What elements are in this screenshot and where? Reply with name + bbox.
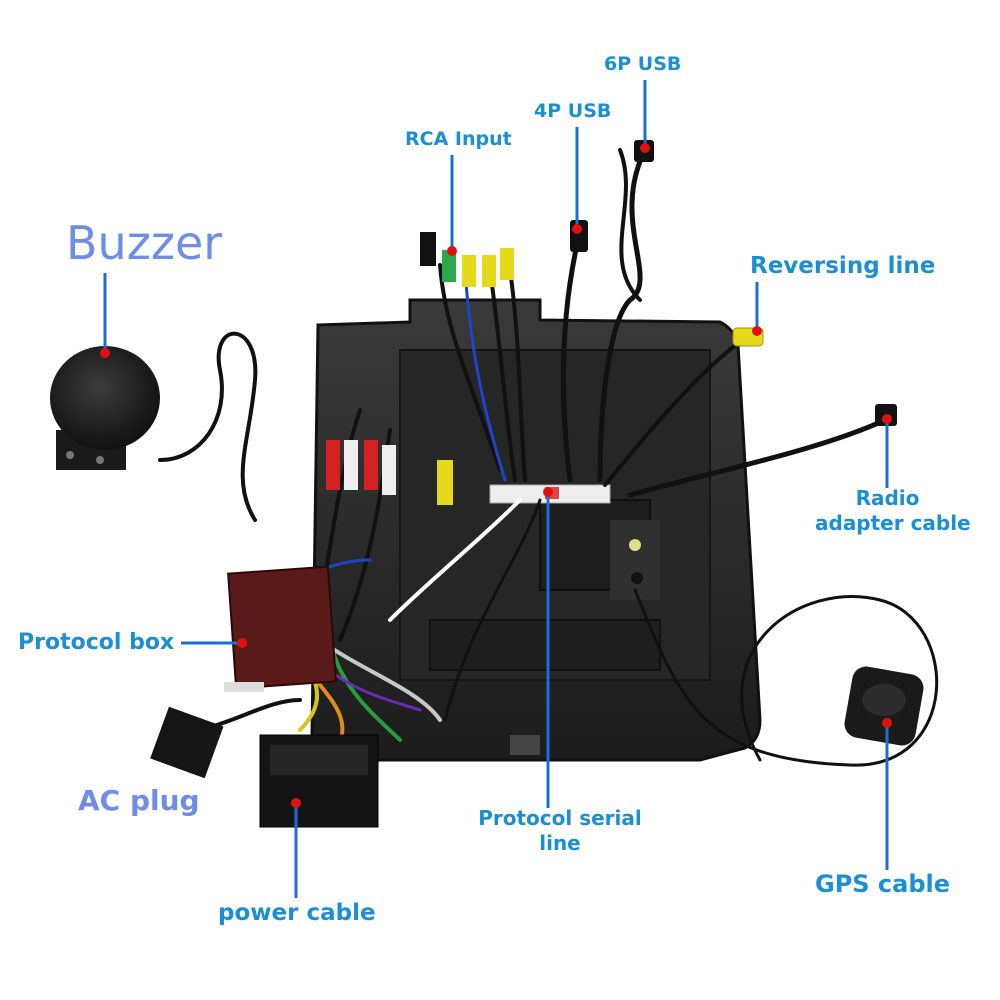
- label-buzzer: Buzzer: [66, 216, 223, 270]
- label-4p-usb: 4P USB: [534, 100, 612, 122]
- label-protocol-box: Protocol box: [18, 630, 175, 655]
- label-protocol-serial-line: Protocol serial line: [470, 806, 650, 856]
- label-gps-cable: GPS cable: [815, 870, 951, 898]
- label-rca-input: RCA Input: [405, 128, 512, 150]
- label-reversing-line: Reversing line: [750, 253, 936, 279]
- label-radio-adapter-cable: Radio adapter cable: [815, 486, 971, 536]
- label-ac-plug: AC plug: [78, 784, 200, 817]
- label-radio-adapter-line2: adapter cable: [815, 511, 971, 535]
- label-protocol-serial-line2: line: [539, 831, 581, 855]
- ac-plug-device: [150, 706, 224, 779]
- head-unit-panel: [310, 298, 762, 762]
- label-protocol-serial-line1: Protocol serial: [478, 806, 642, 830]
- marker-dots: [100, 143, 892, 808]
- protocol-box-device: [224, 565, 337, 692]
- label-6p-usb: 6P USB: [604, 53, 682, 75]
- label-radio-adapter-line1: Radio: [855, 486, 920, 510]
- label-power-cable: power cable: [218, 900, 376, 926]
- power-cable-connector: [259, 734, 379, 828]
- rca-connectors: [326, 232, 514, 505]
- usb-connectors: [570, 140, 654, 252]
- buzzer-speaker: [50, 346, 160, 470]
- gps-antenna: [844, 666, 924, 746]
- leader-lines: [103, 80, 889, 898]
